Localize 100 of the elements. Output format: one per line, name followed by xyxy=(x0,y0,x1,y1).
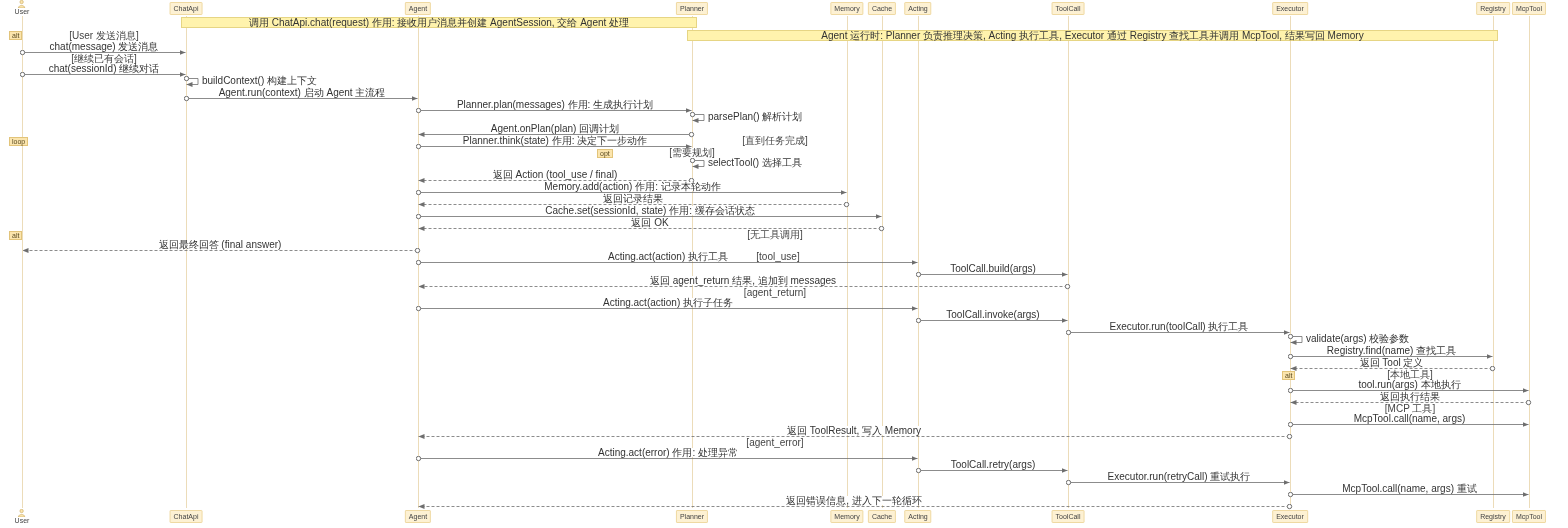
participant-box xyxy=(1051,2,1085,15)
message-label: ToolCall.retry(args) xyxy=(950,460,1036,469)
message-label: ToolCall.build(args) xyxy=(950,264,1036,273)
participant-box xyxy=(1051,510,1085,523)
participant-box xyxy=(675,510,709,523)
message-arrow xyxy=(415,189,847,196)
return-arrow xyxy=(418,177,695,184)
participant-box xyxy=(904,2,932,15)
fragment-condition: [直到任务完成] xyxy=(742,136,808,146)
message-arrow xyxy=(1065,479,1290,486)
participant-box xyxy=(830,510,864,523)
fragment-condition: [tool_use] xyxy=(756,252,800,262)
participant-box xyxy=(1272,2,1308,15)
message-label: Memory.add(action) 作用: 记录本轮动作 xyxy=(544,182,721,191)
participant-box xyxy=(169,2,203,15)
lifeline xyxy=(846,16,848,508)
lifeline xyxy=(21,16,23,508)
message-arrow xyxy=(418,131,695,138)
lifeline xyxy=(917,16,919,508)
message-arrow xyxy=(415,107,692,114)
return-arrow xyxy=(418,201,850,208)
fragment-tag xyxy=(1282,371,1296,380)
message-arrow xyxy=(1065,329,1290,336)
return-arrow xyxy=(22,247,421,254)
fragment-condition: [MCP 工具] xyxy=(1384,404,1436,414)
return-arrow xyxy=(1290,399,1532,406)
message-label: 返回 ToolResult, 写入 Memory xyxy=(787,426,921,435)
participant-box xyxy=(404,2,432,15)
message-arrow xyxy=(1287,387,1529,394)
participant-box xyxy=(1511,510,1547,523)
message-arrow xyxy=(915,467,1068,474)
message-label: Agent.run(context) 启动 Agent 主流程 xyxy=(218,88,386,97)
return-arrow xyxy=(418,225,885,232)
participant-box xyxy=(169,510,203,523)
return-arrow xyxy=(1290,365,1496,372)
message-label: Acting.act(action) 执行工具 xyxy=(608,252,728,261)
fragment-condition: [无工具调用] xyxy=(747,230,803,240)
message-arrow xyxy=(1287,353,1493,360)
lifeline xyxy=(1528,16,1530,508)
message-arrow xyxy=(19,71,186,78)
message-label: 返回 agent_return 结果, 追加到 messages xyxy=(649,276,837,285)
fragment-tag xyxy=(9,231,23,240)
message-label: validate(args) 校验参数 xyxy=(1306,334,1410,343)
message-arrow xyxy=(915,317,1068,324)
message-arrow xyxy=(415,455,918,462)
participant-box xyxy=(1511,2,1547,15)
message-arrow xyxy=(415,143,692,150)
message-arrow xyxy=(415,213,882,220)
fragment-tag xyxy=(597,149,613,158)
message-label: chat(message) 发送消息 xyxy=(49,42,159,51)
lifeline xyxy=(185,16,187,508)
message-label: buildContext() 构建上下文 xyxy=(202,76,318,85)
message-label: Acting.act(action) 执行子任务 xyxy=(603,298,733,307)
message-arrow xyxy=(19,49,186,56)
participant-box xyxy=(867,510,897,523)
lifeline xyxy=(1492,16,1494,508)
participant-box xyxy=(904,510,932,523)
message-label: Planner.plan(messages) 作用: 生成执行计划 xyxy=(456,100,654,109)
participant-box xyxy=(1476,2,1510,15)
message-label: Agent.onPlan(plan) 回调计划 xyxy=(490,124,620,133)
participant-box xyxy=(1272,510,1308,523)
message-label: Planner.think(state) 作用: 决定下一步动作 xyxy=(462,136,648,145)
participant-box xyxy=(1476,510,1510,523)
message-label: parsePlan() 解析计划 xyxy=(708,112,803,121)
message-label: 返回执行结果 xyxy=(1379,392,1440,401)
fragment-condition: [agent_error] xyxy=(746,438,804,448)
message-label: 返回 OK xyxy=(631,218,669,227)
participant-box xyxy=(404,510,432,523)
message-label: 返回错误信息, 进入下一轮循环 xyxy=(786,496,922,505)
message-arrow xyxy=(915,271,1068,278)
message-arrow xyxy=(1287,491,1529,498)
fragment-condition: [继续已有会话] xyxy=(71,54,137,64)
message-label: chat(sessionId) 继续对话 xyxy=(48,64,160,73)
note-text: Agent 运行时: Planner 负责推理决策, Acting 执行工具, Executor 通过 Registry 查找工具并调用 McpTool, 结果写回 Memory xyxy=(821,31,1364,40)
message-label: 返回记录结果 xyxy=(602,194,663,203)
fragment-condition: [agent_return] xyxy=(743,288,807,298)
message-arrow xyxy=(1287,421,1529,428)
lifeline xyxy=(881,16,883,508)
message-label: Cache.set(sessionId, state) 作用: 缓存会话状态 xyxy=(545,206,755,215)
message-arrow xyxy=(415,305,918,312)
message-label: 返回 Tool 定义 xyxy=(1359,358,1424,367)
fragment-condition: [User 发送消息] xyxy=(69,31,139,41)
return-arrow xyxy=(418,503,1293,510)
return-arrow xyxy=(418,433,1293,440)
return-arrow xyxy=(418,283,1071,290)
message-label: ToolCall.invoke(args) xyxy=(946,310,1040,319)
fragment-condition: [本地工具] xyxy=(1387,370,1433,380)
message-label: McpTool.call(name, args) 重试 xyxy=(1342,484,1477,493)
lifeline xyxy=(1067,16,1069,508)
message-label: 返回最终回答 (final answer) xyxy=(158,240,282,249)
message-label: McpTool.call(name, args) xyxy=(1353,414,1466,423)
note-text: 调用 ChatApi.chat(request) 作用: 接收用户消息并创建 AgentSession, 交给 Agent 处理 xyxy=(248,18,630,27)
message-label: Executor.run(toolCall) 执行工具 xyxy=(1109,322,1249,331)
message-label: 返回 Action (tool_use / final) xyxy=(492,170,618,179)
message-label: selectTool() 选择工具 xyxy=(708,158,802,167)
participant-box xyxy=(830,2,864,15)
fragment-condition: [需要规划] xyxy=(669,148,715,158)
lifeline xyxy=(417,16,419,508)
message-label: Acting.act(error) 作用: 处理异常 xyxy=(598,448,738,457)
participant-box xyxy=(867,2,897,15)
